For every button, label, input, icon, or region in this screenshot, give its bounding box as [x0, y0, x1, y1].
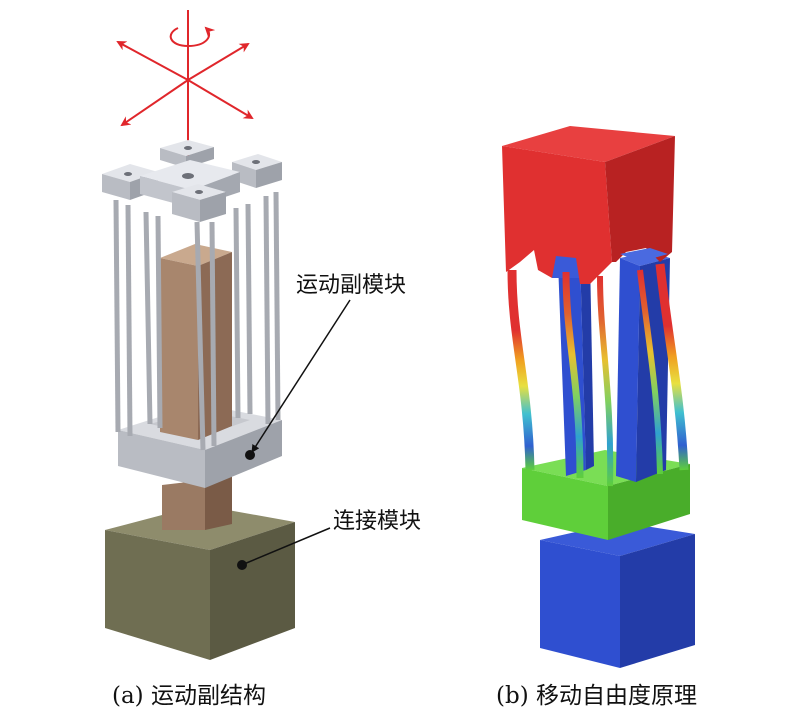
label-motion-module: 运动副模块: [296, 273, 406, 298]
fem-bottom-plate: [522, 450, 690, 540]
leader-connect-module: [243, 527, 331, 565]
label-connect-module: 连接模块: [333, 509, 421, 534]
leader-dot-motion: [245, 450, 255, 460]
leader-motion-module: [251, 299, 351, 453]
caption-a: (a) 运动副结构: [112, 683, 266, 709]
panel-a-drawing: 运动副模块 连接模块: [102, 10, 421, 660]
caption-b: (b) 移动自由度原理: [496, 683, 697, 709]
core-shaft-lower: [162, 474, 232, 530]
fem-top-block: [502, 126, 675, 284]
fem-flexure-legs: [507, 263, 689, 487]
fem-shaft-cap: [620, 248, 668, 262]
top-cross-block: [102, 140, 282, 222]
fem-base-block: [540, 522, 695, 668]
panel-b-drawing: [502, 126, 695, 668]
flexure-legs: [113, 191, 281, 451]
leader-dot-connect: [237, 560, 247, 570]
